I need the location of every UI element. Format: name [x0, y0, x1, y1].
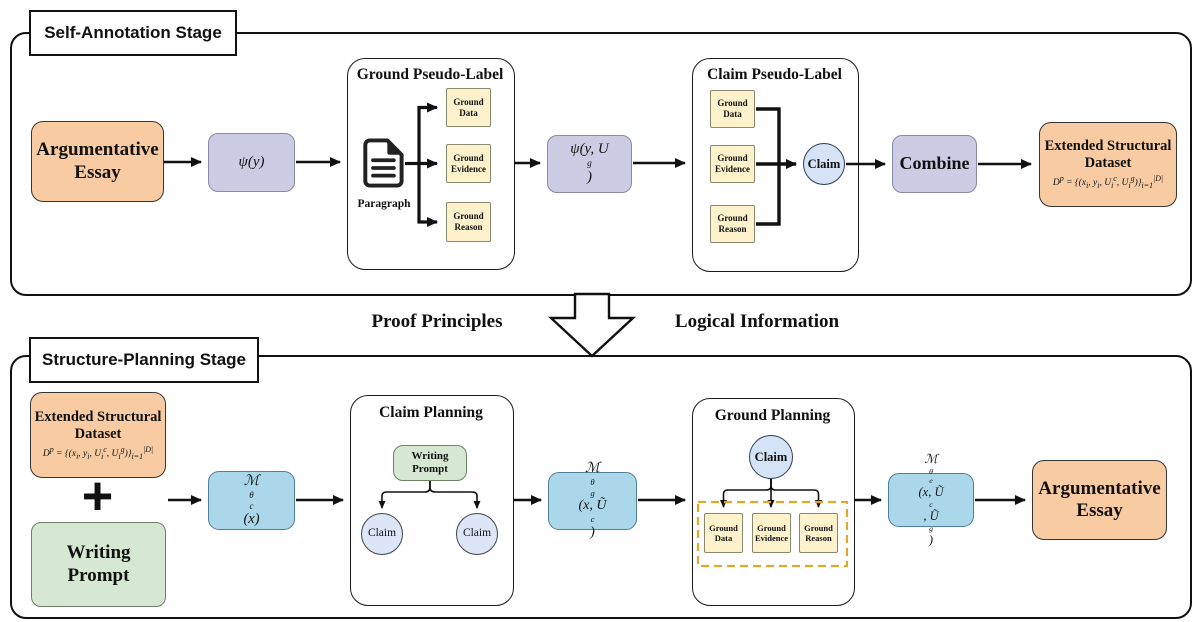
- claim-planning-panel: [350, 395, 514, 606]
- dataset-title: Extended Structural Dataset: [1044, 138, 1172, 172]
- proof-principles-label: Proof Principles: [371, 311, 503, 332]
- writing-prompt-planning-node: Writing Prompt: [393, 445, 467, 481]
- ground-data-node-1: Ground Data: [446, 88, 491, 127]
- ground-evidence-node-2: Ground Evidence: [710, 145, 755, 183]
- ground-planning-panel: [692, 398, 855, 606]
- ground-reason-node-1: Ground Reason: [446, 202, 491, 242]
- ground-data-node-2: Ground Data: [710, 90, 755, 128]
- self-annotation-stage-label: Self-Annotation Stage: [29, 10, 237, 56]
- paragraph-document-icon: [362, 138, 406, 193]
- ground-reason-node-3: Ground Reason: [799, 513, 838, 553]
- ground-data-node-3: Ground Data: [704, 513, 743, 553]
- plus-sign: +: [81, 465, 114, 526]
- combine-node: Combine: [892, 135, 977, 193]
- argumentative-essay-output-node: Argumentative Essay: [1032, 460, 1167, 540]
- stage-transition-arrow: [547, 292, 637, 358]
- claim-circle-pseudo-label: Claim: [803, 143, 845, 185]
- paragraph-label: Paragraph: [357, 198, 411, 211]
- logical-information-label: Logical Information: [674, 311, 840, 332]
- writing-prompt-input-node: Writing Prompt: [31, 522, 166, 607]
- psi-y-node: ψ(y): [208, 133, 295, 192]
- ground-planning-title: Ground Planning: [714, 407, 831, 424]
- claim-circle-ground-planning: Claim: [749, 435, 793, 479]
- claim-circle-planning-2: Claim: [456, 513, 498, 555]
- extended-structural-dataset-output-node: Extended Structural Dataset Dp = {(xi, y…: [1039, 122, 1177, 207]
- ground-reason-node-2: Ground Reason: [710, 205, 755, 243]
- claim-pseudo-label-title: Claim Pseudo-Label: [707, 66, 842, 83]
- extended-structural-dataset-input-node: Extended Structural Dataset Dp = {(xi, y…: [30, 392, 166, 478]
- dataset-title: Extended Structural Dataset: [34, 408, 162, 442]
- structure-planning-stage-label: Structure-Planning Stage: [29, 337, 259, 383]
- argumentative-essay-input-node: Argumentative Essay: [31, 121, 164, 202]
- ground-evidence-node-3: Ground Evidence: [752, 513, 791, 553]
- claim-circle-planning-1: Claim: [361, 513, 403, 555]
- dataset-formula: Dp = {(xi, yi, Uic, Uig)}i=1|D|: [42, 444, 154, 461]
- ground-evidence-node-1: Ground Evidence: [446, 144, 491, 183]
- claim-planning-title: Claim Planning: [379, 404, 483, 421]
- dataset-formula: Dp = {(xi, yi, Uic, Uig)}i=1|D|: [1052, 174, 1164, 191]
- ground-pseudo-label-title: Ground Pseudo-Label: [356, 66, 504, 83]
